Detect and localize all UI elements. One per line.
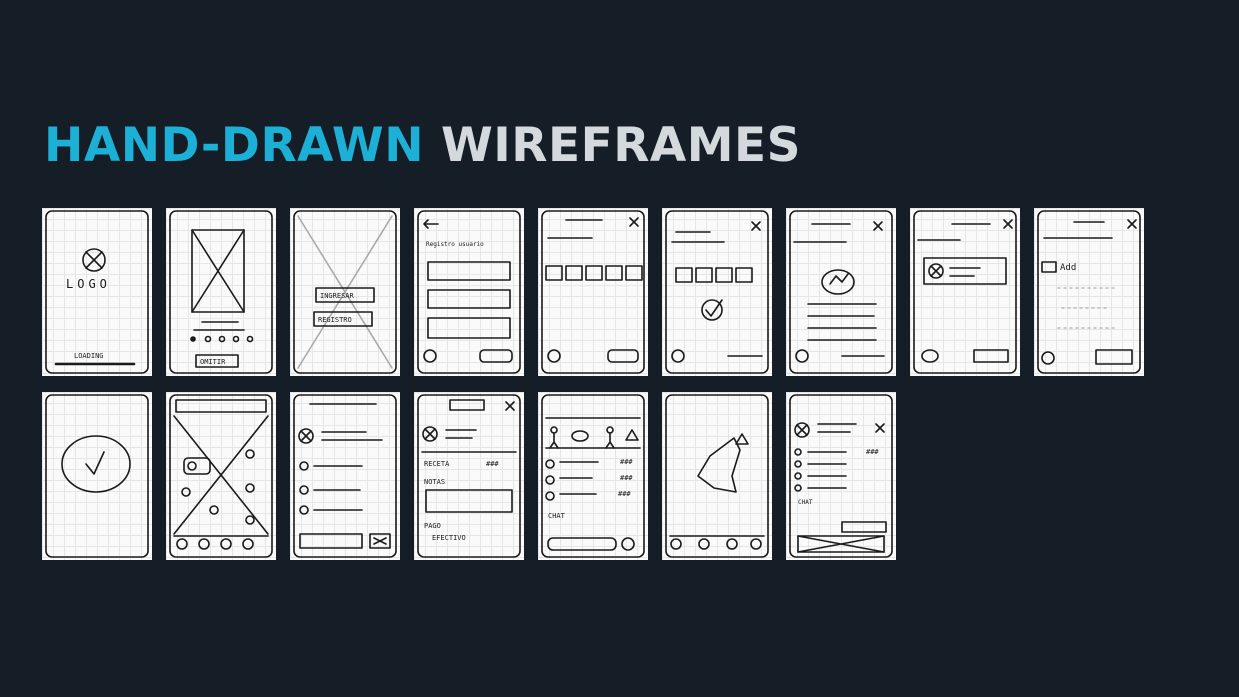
receta-hash: ### (486, 460, 499, 468)
receta-label: RECETA (424, 460, 450, 468)
wireframe-order-summary: ### CHAT (786, 392, 896, 560)
wireframe-success (42, 392, 152, 560)
wireframe-login: INGRESAR REGISTRO (290, 208, 400, 376)
logo-label: LOGO (66, 277, 111, 291)
efectivo-label: EFECTIVO (432, 534, 466, 542)
wireframe-code-input (538, 208, 648, 376)
title-rest: WIREFRAMES (440, 118, 801, 173)
wireframe-splash: LOGO LOADING (42, 208, 152, 376)
tracking-hash-3: ### (618, 490, 631, 498)
pago-label: PAGO (424, 522, 441, 530)
chat-label: CHAT (548, 512, 566, 520)
wireframe-list (290, 392, 400, 560)
wireframe-code-verified (662, 208, 772, 376)
title-accent: HAND-DRAWN (44, 118, 425, 173)
tracking-hash-1: ### (620, 458, 633, 466)
tracking-hash-2: ### (620, 474, 633, 482)
wireframe-selected-item (910, 208, 1020, 376)
registro-usuario-label: Registro usuario (426, 241, 484, 248)
ingresar-label: INGRESAR (320, 292, 355, 300)
notas-label: NOTAS (424, 478, 445, 486)
wireframe-register-form: Registro usuario (414, 208, 524, 376)
loading-label: LOADING (74, 352, 104, 360)
wireframe-detail: RECETA ### NOTAS PAGO EFECTIVO (414, 392, 524, 560)
wireframe-map-home (166, 392, 276, 560)
wireframe-map-route (662, 392, 772, 560)
wireframe-add-item: Add (1034, 208, 1144, 376)
wireframe-onboarding: OMITIR (166, 208, 276, 376)
summary-chat-label: CHAT (798, 499, 813, 506)
add-label: Add (1060, 263, 1076, 273)
registro-label: REGISTRO (318, 316, 352, 324)
summary-hash-1: ### (866, 448, 879, 456)
page-title: HAND-DRAWN WIREFRAMES (44, 118, 801, 174)
wireframe-profile-photo (786, 208, 896, 376)
omitir-label: OMITIR (200, 358, 226, 366)
wireframe-tracking: ### ### ### CHAT (538, 392, 648, 560)
